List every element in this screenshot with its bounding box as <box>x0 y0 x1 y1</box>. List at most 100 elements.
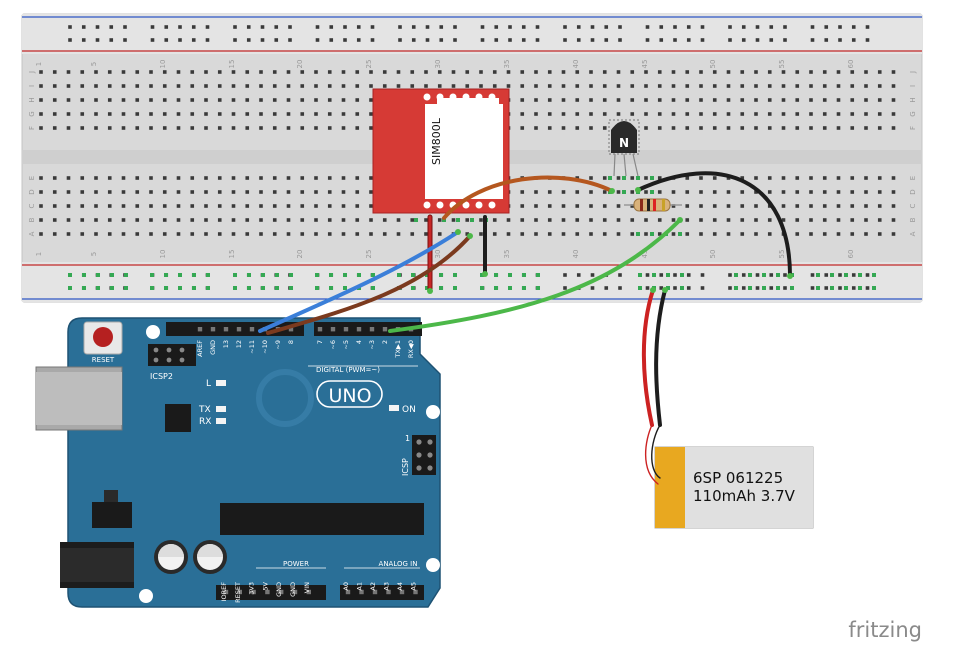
row-letter: A <box>28 231 36 236</box>
breadboard-hole <box>231 176 236 180</box>
fritzing-watermark: fritzing <box>848 618 922 642</box>
breadboard-hole <box>547 204 552 208</box>
breadboard-hole <box>135 232 140 236</box>
breadboard-hole <box>327 98 332 102</box>
rail-hole <box>810 25 815 29</box>
rail-hole <box>838 286 842 290</box>
pin-label: 7 <box>316 340 324 344</box>
row-letter: F <box>28 126 36 130</box>
breadboard-hole <box>231 84 236 88</box>
rail-hole <box>728 38 732 42</box>
pin-label: AREF <box>196 340 204 357</box>
breadboard-hole <box>575 218 580 222</box>
breadboard-hole <box>217 126 222 130</box>
column-number: 45 <box>641 60 649 69</box>
breadboard-hole <box>602 176 607 180</box>
breadboard-hole <box>850 98 855 102</box>
connected-hole <box>343 273 347 277</box>
breadboard-hole <box>217 190 222 194</box>
breadboard-hole <box>80 218 85 222</box>
breadboard-hole <box>424 84 428 88</box>
breadboard-hole <box>39 218 43 222</box>
rail-hole <box>769 273 774 277</box>
column-number: 50 <box>709 250 717 259</box>
breadboard-hole <box>740 204 745 208</box>
connected-hole <box>315 273 319 277</box>
breadboard-hole <box>781 70 786 74</box>
breadboard-hole <box>369 190 373 194</box>
breadboard-hole <box>314 232 318 236</box>
sim800l-module: SIM800L <box>372 88 510 214</box>
rail-hole <box>246 38 251 42</box>
wire-black-gnd <box>636 171 792 278</box>
connected-hole <box>442 218 446 222</box>
breadboard-hole <box>671 84 676 88</box>
rail-hole <box>755 286 760 290</box>
connected-hole <box>638 286 642 290</box>
breadboard-hole <box>712 70 717 74</box>
connected-hole <box>247 273 251 277</box>
breadboard-hole <box>162 204 167 208</box>
breadboard-hole <box>369 112 373 116</box>
breadboard-hole <box>176 84 181 88</box>
breadboard-hole <box>39 84 43 88</box>
rail-hole <box>686 273 691 277</box>
breadboard-hole <box>685 204 690 208</box>
breadboard-hole <box>217 204 222 208</box>
breadboard-hole <box>822 218 827 222</box>
connected-hole <box>816 286 820 290</box>
breadboard-hole <box>245 112 250 116</box>
breadboard-hole <box>809 84 813 88</box>
rail-hole <box>838 273 842 277</box>
breadboard-hole <box>314 204 318 208</box>
breadboard-hole <box>836 70 841 74</box>
connected-hole <box>494 273 498 277</box>
breadboard-hole <box>94 70 98 74</box>
column-number: 45 <box>641 250 649 259</box>
row-letter: I <box>28 85 36 87</box>
breadboard-hole <box>630 112 635 116</box>
breadboard-hole <box>272 232 277 236</box>
pin-label: ~9 <box>274 340 282 350</box>
connected-hole <box>456 218 460 222</box>
breadboard-hole <box>561 112 566 116</box>
rail-hole <box>480 38 485 42</box>
header-pin <box>330 327 336 332</box>
breadboard-hole <box>795 112 800 116</box>
pin-label: 3V3 <box>248 582 256 595</box>
breadboard-hole <box>286 126 291 130</box>
rail-hole <box>851 286 856 290</box>
connected-hole <box>275 286 279 290</box>
breadboard-hole <box>465 232 470 236</box>
breadboard-hole <box>327 204 332 208</box>
rail-hole <box>576 38 581 42</box>
breadboard-hole <box>602 232 607 236</box>
header-pin <box>413 589 418 595</box>
breadboard-hole <box>107 84 112 88</box>
breadboard-hole <box>520 204 525 208</box>
connected-hole <box>233 273 237 277</box>
breadboard-hole <box>767 98 772 102</box>
breadboard-hole <box>66 84 71 88</box>
breadboard-hole <box>396 232 401 236</box>
breadboard-hole <box>534 126 538 130</box>
breadboard-hole <box>589 190 593 194</box>
breadboard-hole <box>314 218 318 222</box>
connected-hole <box>872 273 876 277</box>
breadboard-hole <box>286 190 291 194</box>
header-pin <box>399 589 405 595</box>
rail-hole <box>824 286 829 290</box>
breadboard-hole <box>190 190 195 194</box>
breadboard-hole <box>726 190 731 194</box>
breadboard-hole <box>107 112 112 116</box>
header-pin <box>265 589 270 595</box>
connected-hole <box>343 286 347 290</box>
rail-hole <box>246 25 251 29</box>
breadboard-hole <box>314 176 318 180</box>
wire-orange <box>442 175 614 220</box>
breadboard-hole <box>534 70 538 74</box>
rail-hole <box>205 25 210 29</box>
breadboard-hole <box>259 98 263 102</box>
row-letter: I <box>909 85 917 87</box>
breadboard-hole <box>80 190 85 194</box>
